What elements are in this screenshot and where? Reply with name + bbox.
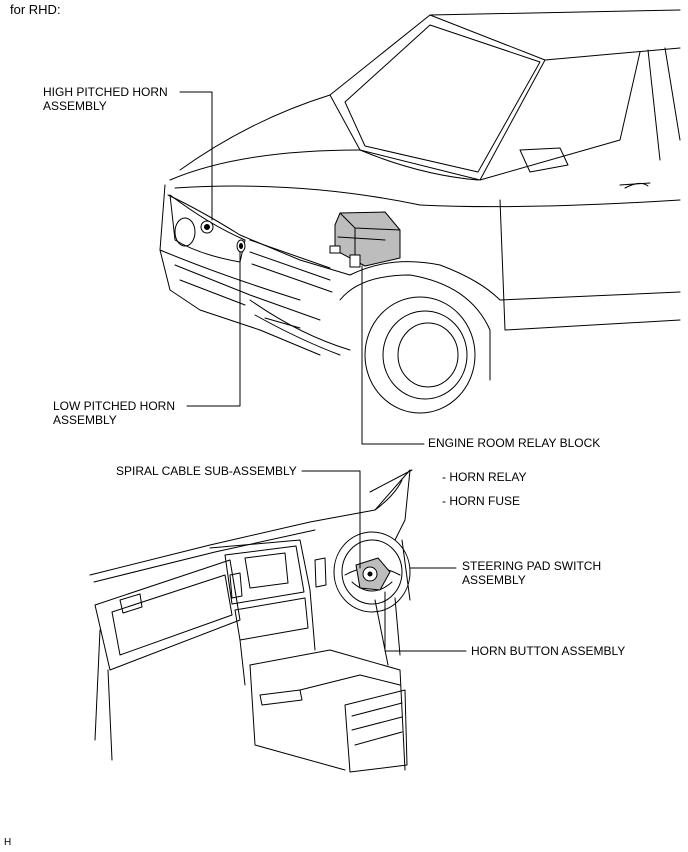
label-steering-pad-switch-line2: ASSEMBLY	[462, 573, 526, 587]
label-low-pitched-horn-line2: ASSEMBLY	[53, 413, 117, 427]
label-spiral-cable: SPIRAL CABLE SUB-ASSEMBLY	[116, 464, 297, 478]
label-horn-relay: - HORN RELAY	[442, 470, 527, 484]
label-steering-pad-switch: STEERING PAD SWITCH ASSEMBLY	[462, 559, 601, 587]
figure-code: H	[4, 837, 12, 848]
label-high-pitched-horn: HIGH PITCHED HORN ASSEMBLY	[43, 85, 168, 113]
vehicle-illustration	[159, 9, 681, 414]
dashboard-illustration	[89, 469, 413, 773]
high-horn-leader	[179, 91, 213, 221]
low-horn-leader	[186, 251, 241, 407]
label-low-pitched-horn-line1: LOW PITCHED HORN	[53, 399, 176, 413]
label-horn-fuse: - HORN FUSE	[442, 494, 520, 508]
diagram-header: for RHD:	[10, 2, 61, 17]
label-steering-pad-switch-line1: STEERING PAD SWITCH	[462, 559, 602, 573]
spiral-cable-leader	[301, 470, 361, 569]
label-low-pitched-horn: LOW PITCHED HORN ASSEMBLY	[53, 399, 175, 427]
label-high-pitched-horn-line2: ASSEMBLY	[43, 99, 107, 113]
horn-button-leader	[384, 591, 467, 652]
relay-block-leader	[361, 265, 425, 445]
label-horn-button: HORN BUTTON ASSEMBLY	[471, 644, 626, 658]
label-high-pitched-horn-line1: HIGH PITCHED HORN	[43, 85, 168, 99]
label-engine-room-relay-block: ENGINE ROOM RELAY BLOCK	[428, 436, 601, 450]
